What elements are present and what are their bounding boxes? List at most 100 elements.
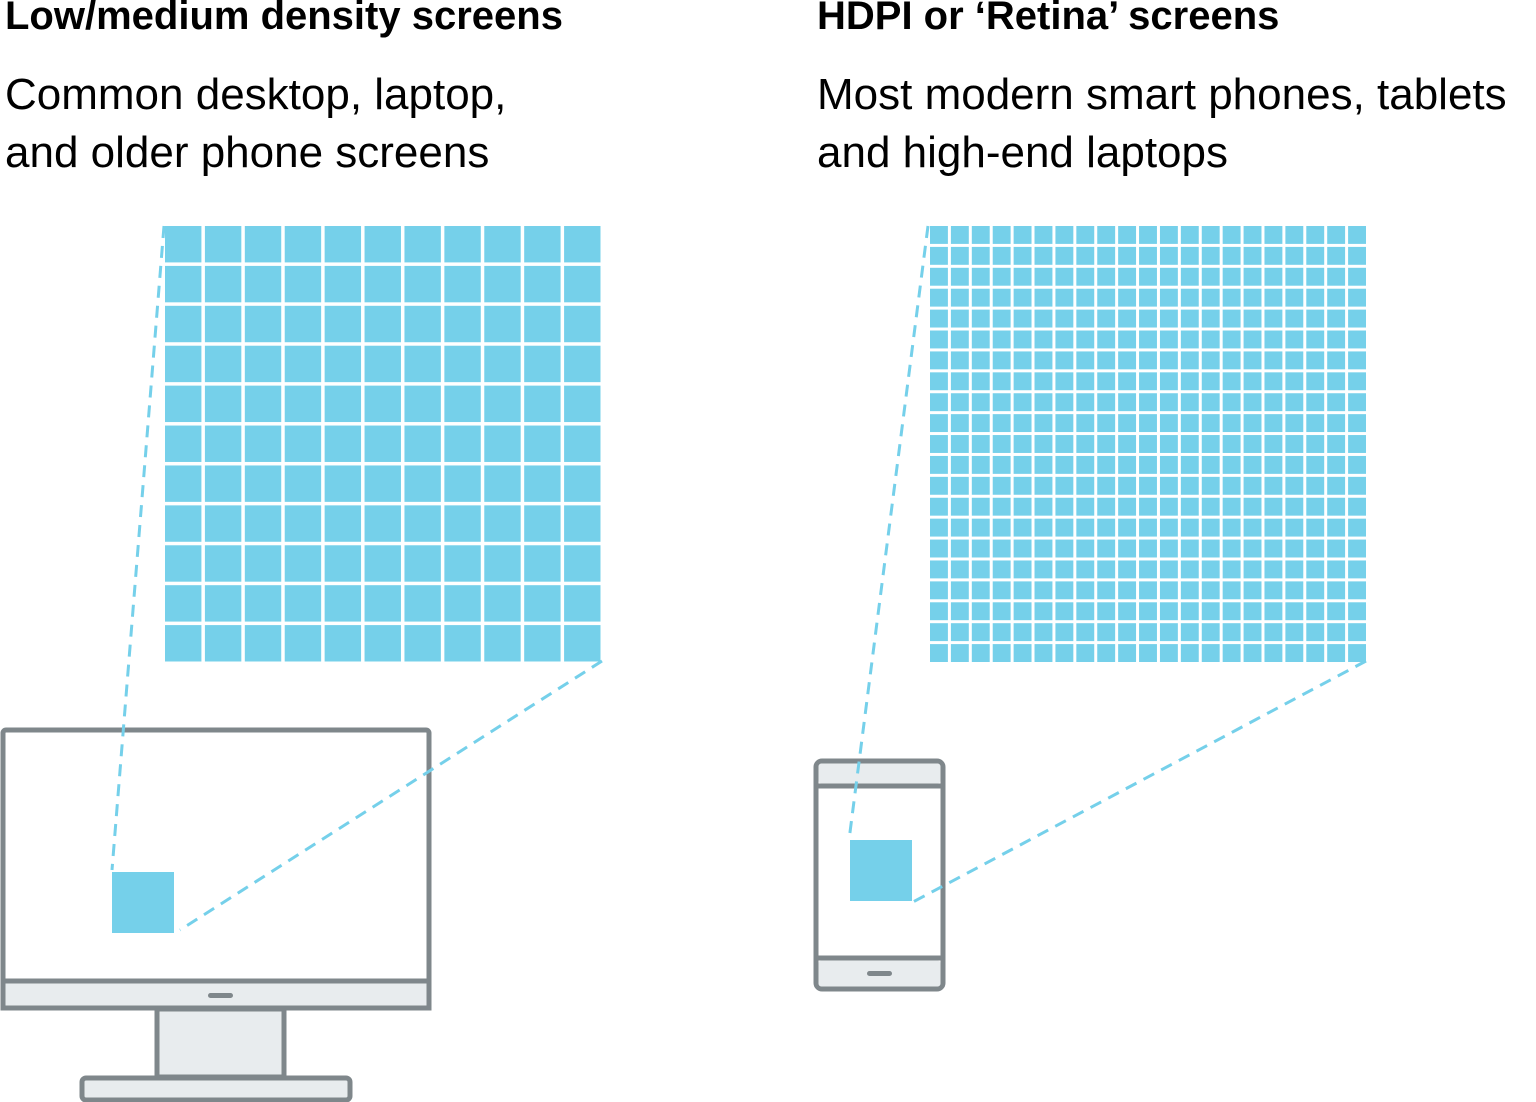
pixel-cell [930,330,948,349]
right-title: HDPI or ‘Retina’ screens [817,0,1280,38]
pixel-cell [1348,602,1366,621]
pixel-cell [1264,267,1283,286]
pixel-cell [165,345,202,383]
pixel-cell [1055,539,1074,558]
pixel-cell [1348,623,1366,642]
pixel-cell [284,465,322,502]
pixel-cell [484,425,521,462]
pixel-cell [1306,393,1325,412]
pixel-cell [1076,414,1095,433]
pixel-cell [1097,602,1116,621]
pixel-cell [524,545,561,582]
pixel-cell [1118,581,1137,600]
pixel-cell [1306,518,1325,537]
pixel-cell [324,425,362,462]
pixel-cell [950,518,969,537]
pixel-cell [1306,309,1325,328]
pixel-cell [950,246,969,265]
pixel-cell [992,288,1011,307]
pixel-cell [284,226,322,263]
pixel-cell [1222,393,1241,412]
pixel-cell [1243,476,1262,495]
pixel-cell [1348,581,1366,600]
pixel-cell [1076,372,1095,391]
pixel-cell [1306,560,1325,579]
pixel-cell [1243,372,1262,391]
pixel-cell [1201,602,1220,621]
pixel-cell [1180,330,1199,349]
pixel-cell [1076,246,1095,265]
pixel-cell [1097,435,1116,453]
pixel-cell [244,625,282,662]
pixel-cell [1097,330,1116,349]
pixel-cell [1264,351,1283,370]
pixel-cell [1201,644,1220,662]
pixel-cell [1097,414,1116,433]
pixel-cell [992,372,1011,391]
pixel-cell [1348,644,1366,662]
pixel-cell [524,305,561,343]
pixel-cell [1055,288,1074,307]
pixel-cell [950,414,969,433]
pixel-cell [524,585,561,622]
pixel-cell [992,351,1011,370]
pixel-cell [930,267,948,286]
pixel-cell [992,246,1011,265]
pixel-cell [992,560,1011,579]
pixel-cell [444,545,481,582]
pixel-cell [1222,246,1241,265]
pixel-cell [930,560,948,579]
pixel-cell [1180,476,1199,495]
pixel-cell [1013,226,1032,244]
pixel-cell [992,455,1011,474]
pixel-cell [1055,330,1074,349]
pixel-cell [1034,330,1053,349]
pixel-cell [1180,455,1199,474]
pixel-cell [1034,246,1053,265]
pixel-cell [930,435,948,453]
pixel-cell [1180,497,1199,516]
pixel-cell [1264,414,1283,433]
pixel-cell [1348,226,1366,244]
pixel-cell [1180,560,1199,579]
pixel-cell [971,581,990,600]
pixel-cell [1348,560,1366,579]
pixel-cell [484,545,521,582]
pixel-cell [1306,581,1325,600]
desktop-monitor-icon [0,727,432,1102]
pixel-cell [971,267,990,286]
pixel-cell [950,288,969,307]
pixel-cell [1201,539,1220,558]
pixel-cell [1159,351,1178,370]
pixel-cell [1306,539,1325,558]
pixel-cell [1034,267,1053,286]
phone-pixel-highlight [850,840,912,901]
pixel-cell [1243,455,1262,474]
pixel-cell [1013,455,1032,474]
pixel-cell [1097,455,1116,474]
pixel-cell [1327,602,1346,621]
pixel-cell [1097,309,1116,328]
pixel-cell [404,425,441,462]
pixel-cell [244,425,282,462]
pixel-cell [1055,372,1074,391]
zoom-line-right-top [847,225,930,841]
pixel-cell [1055,267,1074,286]
pixel-cell [1180,539,1199,558]
pixel-cell [1348,372,1366,391]
pixel-cell [1285,476,1304,495]
pixel-cell [930,351,948,370]
pixel-cell [484,305,521,343]
pixel-cell [1348,497,1366,516]
monitor-base [79,1075,353,1102]
pixel-cell [1180,372,1199,391]
pixel-cell [1285,455,1304,474]
pixel-cell [1222,497,1241,516]
pixel-cell [1327,330,1346,349]
pixel-cell [971,414,990,433]
pixel-cell [1159,309,1178,328]
pixel-cell [1348,435,1366,453]
pixel-cell [1097,560,1116,579]
pixel-cell [1118,393,1137,412]
